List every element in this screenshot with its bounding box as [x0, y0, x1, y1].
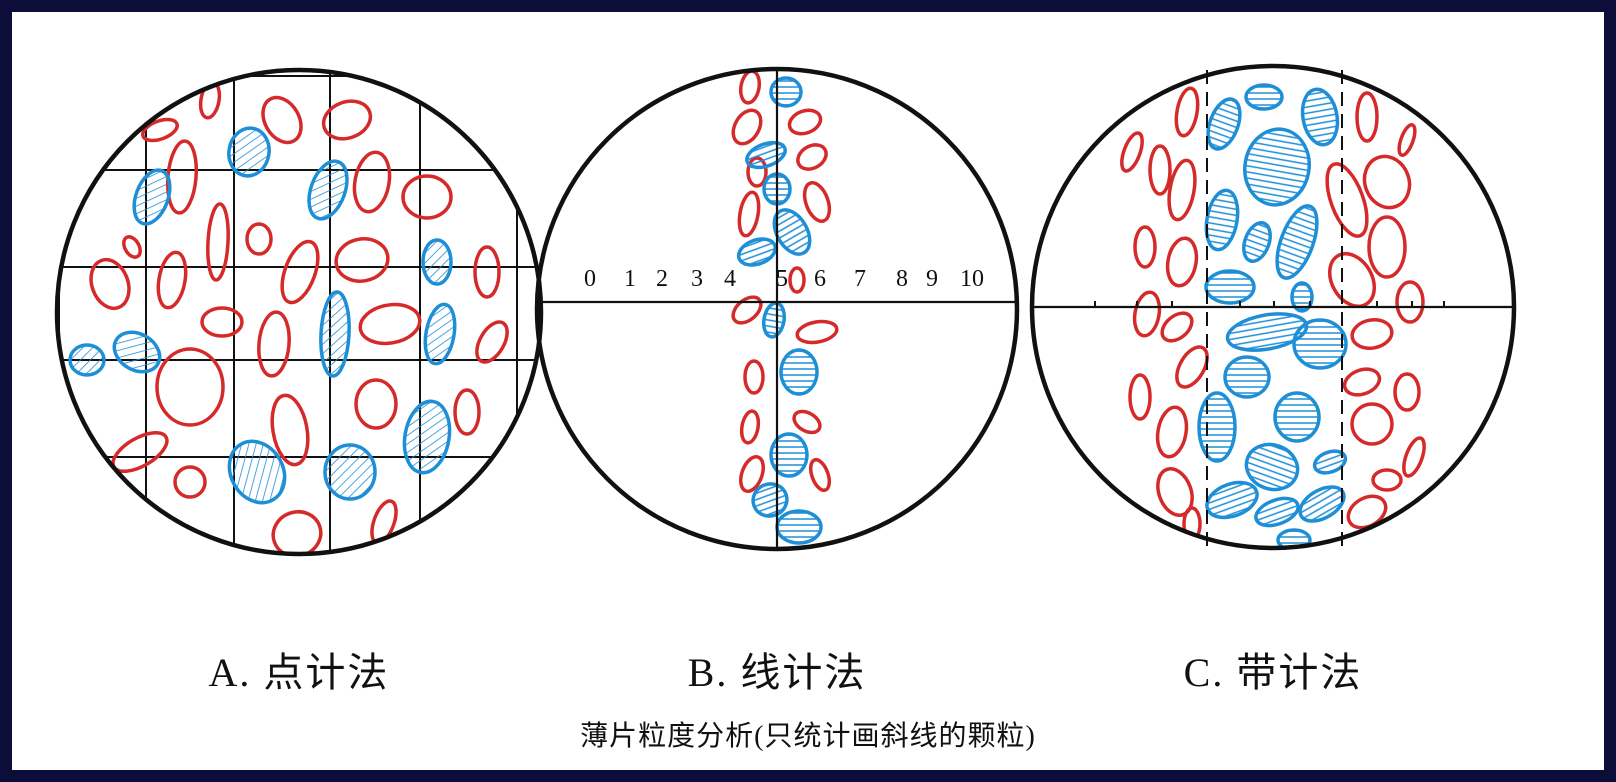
grid-a — [52, 62, 552, 562]
grains-c — [1118, 85, 1429, 550]
label-a-point-count: A. 点计法 — [99, 640, 499, 698]
figure-panel: 0 1 2 3 4 5 6 7 8 9 10 — [12, 12, 1604, 770]
circle-c-band-count — [1032, 66, 1514, 550]
scale-tick-label: 6 — [814, 266, 826, 292]
scale-lines-b — [537, 70, 1017, 548]
circle-b-line-count: 0 1 2 3 4 5 6 7 8 9 10 — [537, 69, 1017, 549]
scale-tick-label: 2 — [656, 266, 668, 292]
scale-tick-label: 7 — [854, 266, 866, 292]
circle-a-point-count — [52, 62, 552, 563]
scale-ticks-b: 0 1 2 3 4 5 6 7 8 9 10 — [584, 266, 984, 292]
label-c-band-count: C. 带计法 — [1073, 640, 1473, 698]
scale-tick-label: 8 — [896, 266, 908, 292]
scale-tick-label: 0 — [584, 266, 596, 292]
scale-tick-label: 1 — [624, 266, 636, 292]
scale-tick-label: 4 — [724, 266, 736, 292]
scale-tick-label: 5 — [776, 266, 788, 292]
scale-tick-label: 9 — [926, 266, 938, 292]
label-b-line-count: B. 线计法 — [577, 640, 977, 698]
grains-b — [728, 70, 839, 543]
counted-grains-c — [1199, 85, 1350, 550]
scale-tick-label: 10 — [960, 266, 984, 292]
scale-tick-label: 3 — [691, 266, 703, 292]
figure-caption: 薄片粒度分析(只统计画斜线的颗粒) — [12, 714, 1604, 754]
circle-a-border — [57, 70, 541, 554]
